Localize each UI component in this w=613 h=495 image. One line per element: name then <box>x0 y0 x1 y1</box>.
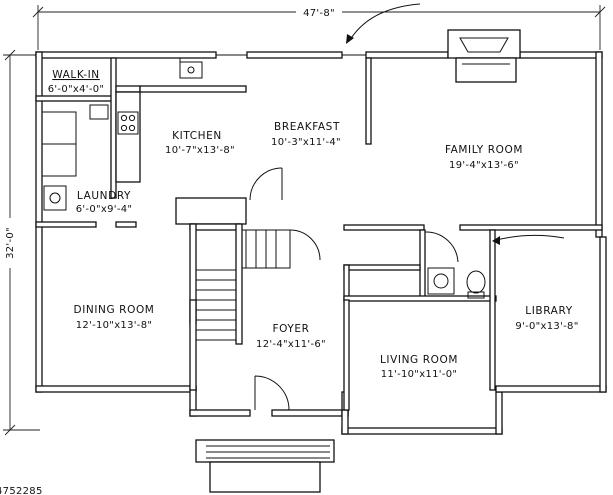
depth-dimension: 32'-0" <box>3 49 40 436</box>
room-name: KITCHEN <box>172 130 222 142</box>
door-swings <box>249 167 565 411</box>
width-dimension: 47'-8" <box>32 5 606 50</box>
room-name: WALK-IN <box>52 69 100 81</box>
laundry-sink <box>89 104 109 120</box>
entry-arrow <box>349 3 421 41</box>
room-walk-in: WALK-IN 6'-0"x4'-0" <box>48 69 105 95</box>
room-name: FAMILY ROOM <box>445 144 523 156</box>
staircase <box>196 229 291 341</box>
room-size: 9'-0"x13'-8" <box>515 321 578 332</box>
room-name: LIBRARY <box>525 305 572 317</box>
room-size: 10'-7"x13'-8" <box>165 145 235 156</box>
room-size: 12'-10"x13'-8" <box>76 320 153 331</box>
room-name: FOYER <box>272 323 309 335</box>
room-size: 19'-4"x13'-6" <box>449 160 519 171</box>
entry-arrowhead <box>346 34 354 44</box>
room-size: 10'-3"x11'-4" <box>271 137 341 148</box>
room-name: LIVING ROOM <box>380 354 458 366</box>
fireplace <box>447 29 521 83</box>
room-library: LIBRARY 9'-0"x13'-8" <box>515 305 578 332</box>
room-size: 11'-10"x11'-0" <box>381 369 458 380</box>
room-kitchen: KITCHEN 10'-7"x13'-8" <box>165 130 235 156</box>
room-size: 6'-0"x9'-4" <box>76 204 133 215</box>
room-size: 12'-4"x11'-6" <box>256 339 326 350</box>
room-laundry: LAUNDRY 6'-0"x9'-4" <box>76 190 133 215</box>
room-living: LIVING ROOM 11'-10"x11'-0" <box>380 354 458 380</box>
stove <box>117 111 139 135</box>
room-family: FAMILY ROOM 19'-4"x13'-6" <box>445 144 523 171</box>
room-name: BREAKFAST <box>274 121 340 133</box>
front-steps <box>195 439 335 493</box>
interior-walls <box>35 57 603 411</box>
room-foyer: FOYER 12'-4"x11'-6" <box>256 323 326 350</box>
room-size: 6'-0"x4'-0" <box>48 84 105 95</box>
washer-dryer <box>41 111 77 211</box>
room-name: LAUNDRY <box>77 190 131 202</box>
width-dimension-label: 47'-8" <box>303 8 335 19</box>
kitchen-sink <box>179 58 203 79</box>
room-dining: DINING ROOM 12'-10"x13'-8" <box>74 304 155 331</box>
room-name: DINING ROOM <box>74 304 155 316</box>
listing-id: 4752285 <box>0 486 43 495</box>
room-breakfast: BREAKFAST 10'-3"x11'-4" <box>271 121 341 148</box>
bath-fixtures <box>427 267 486 299</box>
depth-dimension-label: 32'-0" <box>5 227 16 259</box>
